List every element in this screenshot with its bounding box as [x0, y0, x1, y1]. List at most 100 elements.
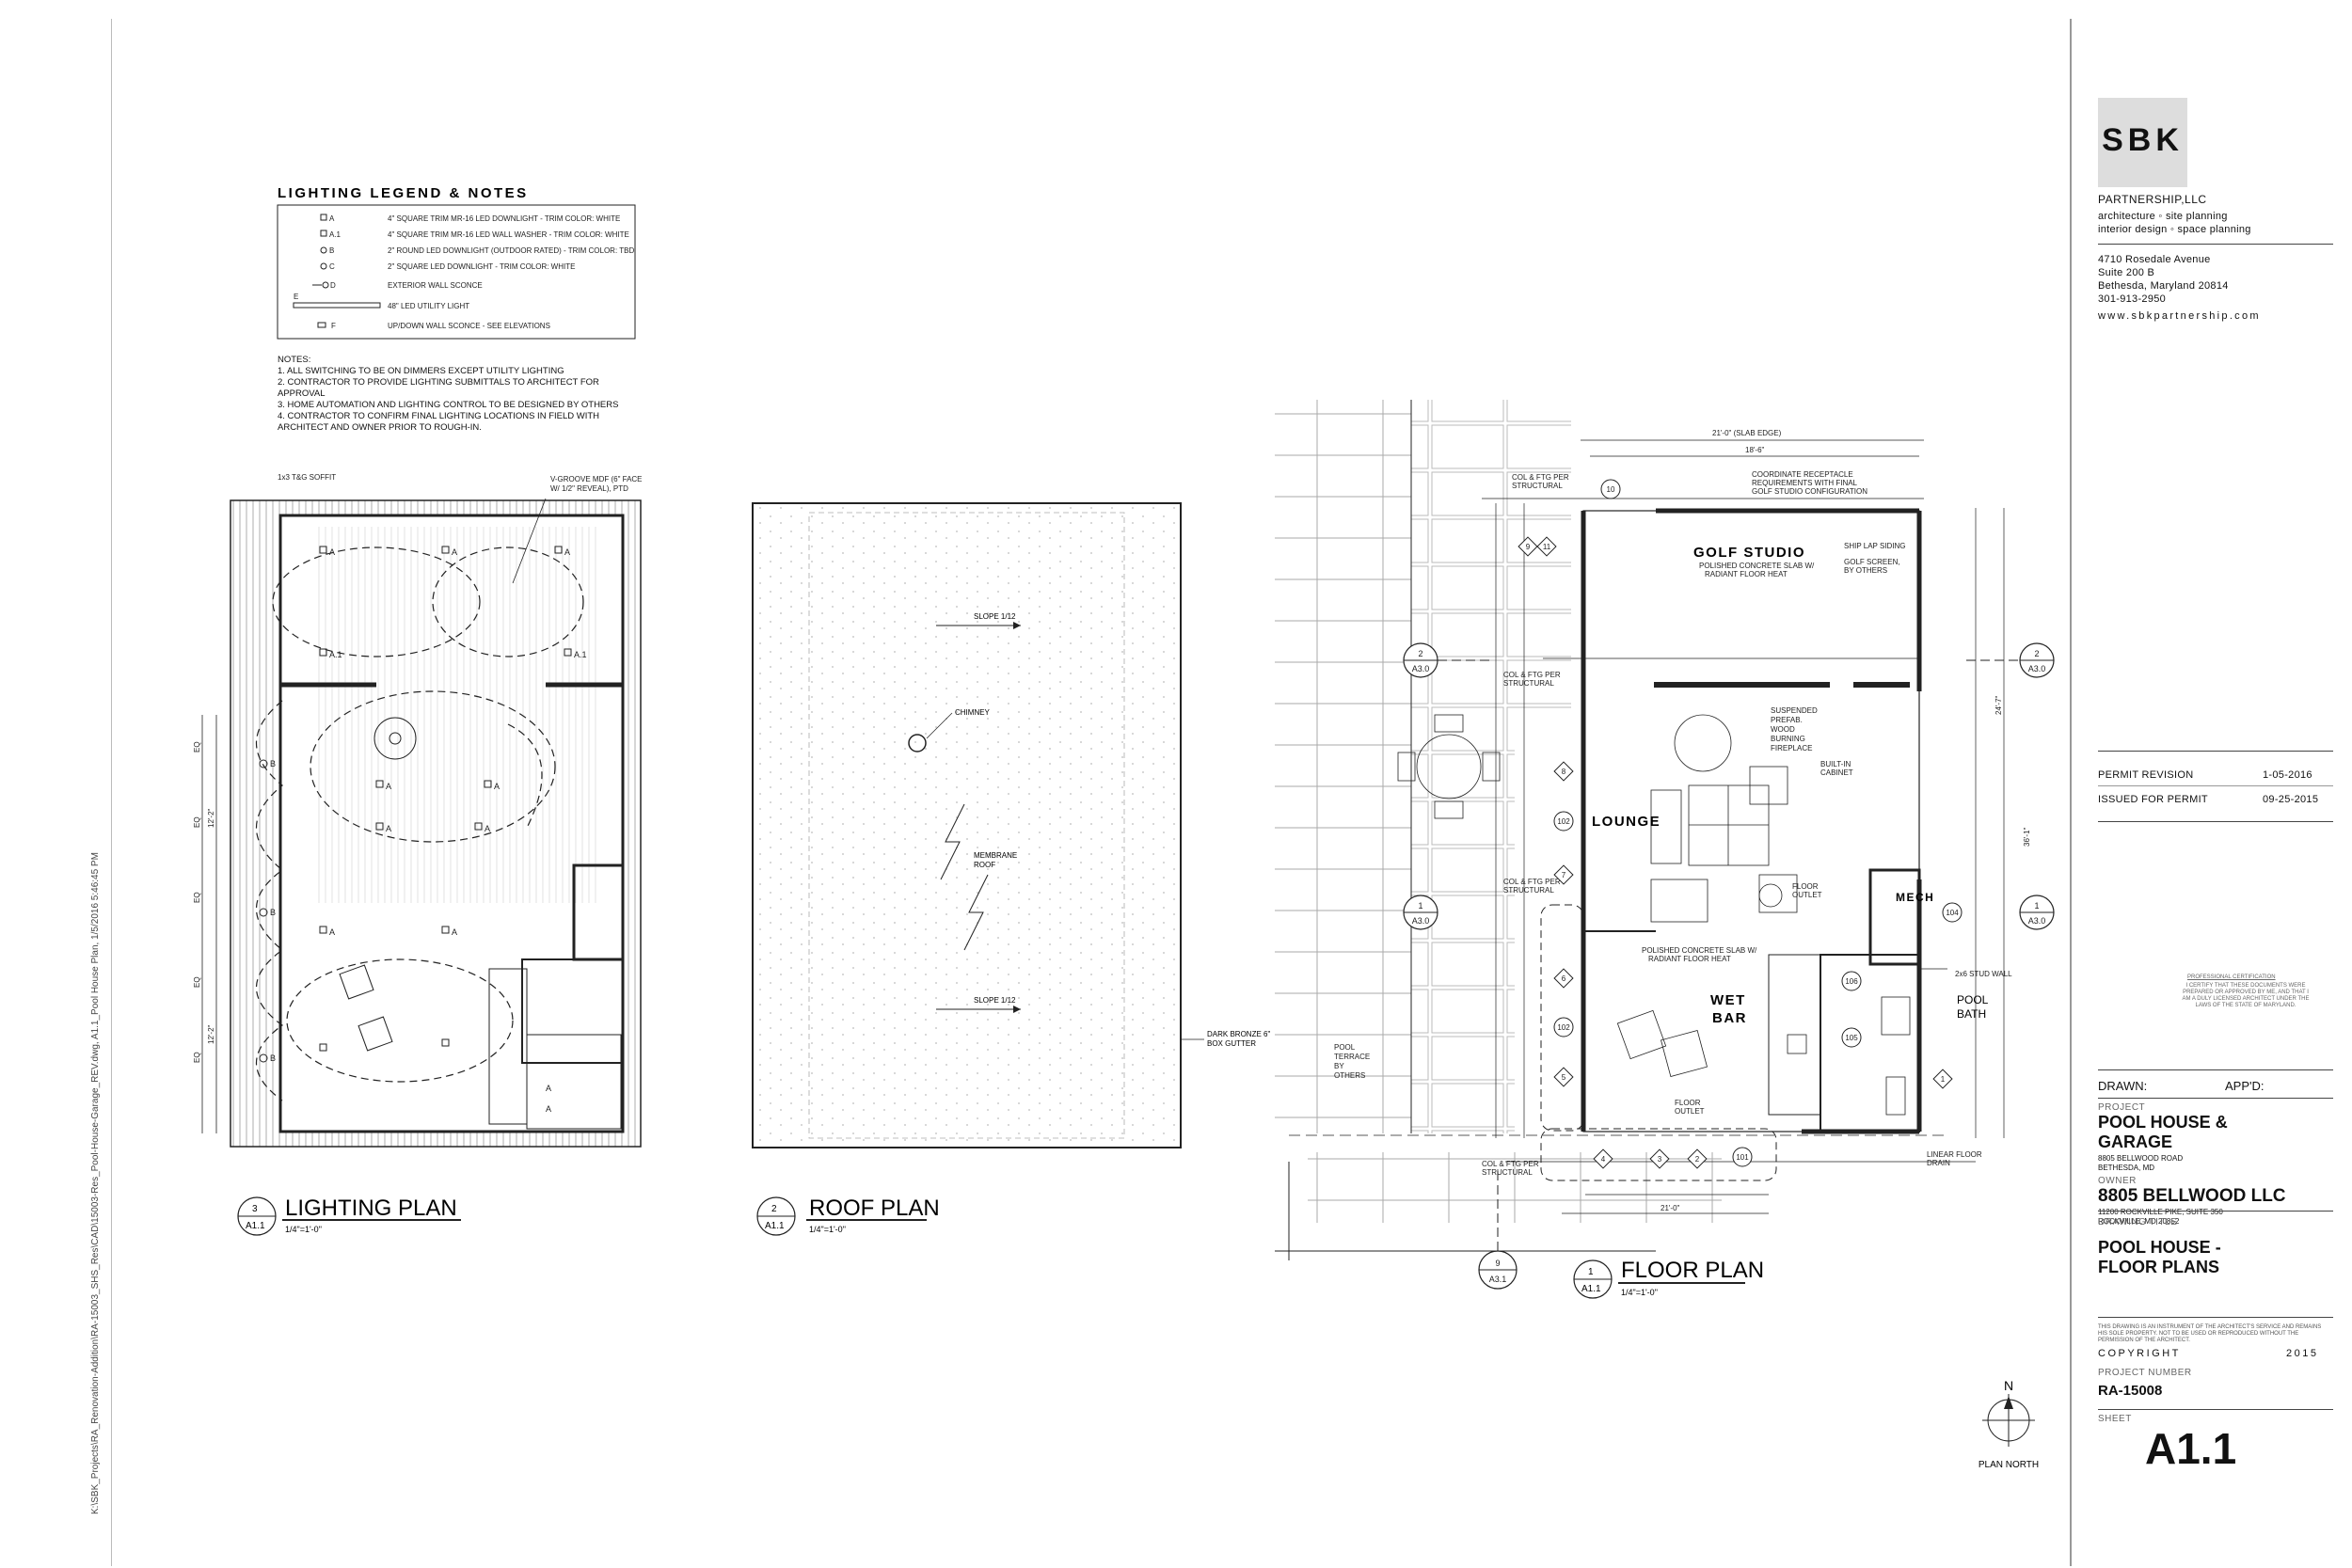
room-wet: WET: [1710, 992, 1746, 1008]
floor-note: COL & FTG PER: [1503, 671, 1561, 679]
lighting-plan-scale: 1/4"=1'-0": [285, 1225, 322, 1234]
floor-tag: 104: [1946, 909, 1959, 917]
svg-text:EQ: EQ: [193, 816, 201, 828]
floor-note: STRUCTURAL: [1503, 886, 1554, 895]
lighting-note: 1x3 T&G SOFFIT: [278, 473, 336, 482]
legend-text-a1: 4" SQUARE TRIM MR-16 LED WALL WASHER - T…: [388, 230, 629, 239]
section-mark: A3.1: [1489, 1275, 1507, 1284]
section-mark: A3.0: [1412, 664, 1430, 673]
floor-note: GOLF SCREEN,: [1844, 558, 1900, 566]
legend-text-b: 2" ROUND LED DOWNLIGHT (OUTDOOR RATED) -…: [388, 246, 634, 255]
project-number: RA-15008: [2098, 1383, 2163, 1399]
fixture-b-icon: [320, 246, 327, 254]
title-block: SBK PARTNERSHIP,LLC architecture ◦ site …: [2074, 0, 2352, 1568]
svg-text:B: B: [270, 759, 276, 768]
floor-tag: 3: [1658, 1155, 1662, 1164]
sheet-label: SHEET: [2098, 1414, 2132, 1424]
svg-text:A: A: [329, 927, 335, 937]
drawing-title-2: FLOOR PLANS: [2098, 1258, 2219, 1276]
legend-symbol-a1: A.1: [329, 230, 342, 239]
floor-note: FLOOR: [1675, 1099, 1701, 1107]
floor-note: OUTLET: [1675, 1107, 1705, 1116]
lighting-dim: 12'-2": [207, 1024, 215, 1044]
lighting-plan-sheet: A1.1: [246, 1221, 265, 1231]
fixture-a-icon: [320, 214, 327, 221]
svg-text:A.1: A.1: [574, 650, 587, 659]
north-letter: N: [2004, 1378, 2013, 1393]
north-label: PLAN NORTH: [1979, 1460, 2039, 1470]
floor-note: BUILT-IN: [1820, 760, 1851, 768]
revision-label: ISSUED FOR PERMIT: [2098, 794, 2208, 805]
roof-plan-sheet: A1.1: [765, 1221, 785, 1231]
legend-symbol-d: D: [330, 281, 336, 290]
note-line: ARCHITECT AND OWNER PRIOR TO ROUGH-IN.: [278, 422, 482, 433]
svg-text:A: A: [452, 927, 457, 937]
legend-symbol-f: F: [331, 322, 336, 330]
floor-tag: 1: [1941, 1075, 1946, 1084]
floor-tag: 102: [1557, 1023, 1570, 1032]
room-mech: MECH: [1896, 891, 1934, 904]
note-line: APPROVAL: [278, 388, 326, 399]
room-lounge: LOUNGE: [1592, 814, 1661, 830]
floor-note: TERRACE: [1334, 1053, 1370, 1061]
floor-note: SHIP LAP SIDING: [1844, 542, 1906, 550]
section-mark: A3.0: [2028, 916, 2046, 926]
fixture-a1-icon: [320, 230, 327, 237]
drawn-label: DRAWN:: [2098, 1079, 2148, 1093]
floor-note: DRAIN: [1927, 1159, 1950, 1167]
lighting-dim: 12'-2": [207, 808, 215, 828]
cert-title: PROFESSIONAL CERTIFICATION: [2187, 974, 2276, 980]
floor-plan: 21'-0" (SLAB EDGE) 18'-6" COL & FTG PER …: [1275, 400, 2055, 1299]
sheet-number: A1.1: [2145, 1424, 2237, 1473]
floor-tag: 11: [1543, 543, 1551, 551]
floor-note: COL & FTG PER: [1482, 1160, 1539, 1168]
lighting-plan-title: LIGHTING PLAN: [285, 1196, 457, 1221]
fixture-c-icon: [320, 262, 327, 270]
revision-label: PERMIT REVISION: [2098, 769, 2194, 781]
svg-text:A: A: [386, 782, 391, 791]
floor-note: 21'-0" (SLAB EDGE): [1712, 429, 1782, 437]
floor-plan-sheet: A1.1: [1581, 1284, 1601, 1294]
legend-text-f: UP/DOWN WALL SCONCE - SEE ELEVATIONS: [388, 322, 550, 330]
svg-text:A: A: [494, 782, 500, 791]
legend-symbol-c: C: [329, 262, 335, 271]
project-label: PROJECT: [2098, 1102, 2146, 1113]
lighting-plan-num: 3: [252, 1204, 258, 1214]
north-arrow: N PLAN NORTH: [1979, 1378, 2039, 1470]
roof-note: CHIMNEY: [955, 708, 991, 717]
roof-note: SLOPE 1/12: [974, 996, 1016, 1005]
floor-note: STRUCTURAL: [1512, 482, 1563, 490]
floor-note: POLISHED CONCRETE SLAB W/: [1699, 562, 1815, 570]
svg-text:A: A: [386, 824, 391, 833]
floor-tag: 106: [1845, 977, 1858, 986]
roof-plan-title: ROOF PLAN: [809, 1196, 940, 1221]
roof-note: ROOF: [974, 861, 995, 869]
svg-text:EQ: EQ: [193, 976, 201, 988]
floor-note: CABINET: [1820, 768, 1853, 777]
sheet-left-border: [111, 19, 112, 1566]
project-address-1: 8805 BELLWOOD ROAD: [2098, 1154, 2184, 1163]
owner-name: 8805 BELLWOOD LLC: [2098, 1186, 2286, 1206]
section-mark: A3.0: [1412, 916, 1430, 926]
firm-website: www.sbkpartnership.com: [2098, 310, 2261, 322]
floor-tag: 102: [1557, 817, 1570, 826]
drawing-canvas: LIGHTING LEGEND & NOTES A 4" SQUARE TRIM…: [193, 185, 2055, 1470]
legend-text-c: 2" SQUARE LED DOWNLIGHT - TRIM COLOR: WH…: [388, 262, 575, 271]
svg-text:A: A: [485, 824, 490, 833]
floor-note: GOLF STUDIO CONFIGURATION: [1752, 487, 1867, 496]
floor-note: OTHERS: [1334, 1071, 1365, 1080]
roof-note: SLOPE 1/12: [974, 612, 1016, 621]
floor-note: 21'-0": [1661, 1204, 1680, 1212]
floor-tag: 2: [1695, 1155, 1700, 1164]
floor-note: STRUCTURAL: [1503, 679, 1554, 688]
room-pool: POOL: [1957, 993, 1989, 1006]
revision-date: 1-05-2016: [2263, 769, 2312, 781]
firm-logo-text: SBK: [2102, 122, 2184, 158]
svg-text:B: B: [270, 908, 276, 917]
floor-note: BY: [1334, 1062, 1344, 1070]
floor-note: REQUIREMENTS WITH FINAL: [1752, 479, 1858, 487]
roof-outline: [752, 502, 1182, 1148]
floor-note: COL & FTG PER: [1512, 473, 1569, 482]
floor-note: COL & FTG PER: [1503, 878, 1561, 886]
